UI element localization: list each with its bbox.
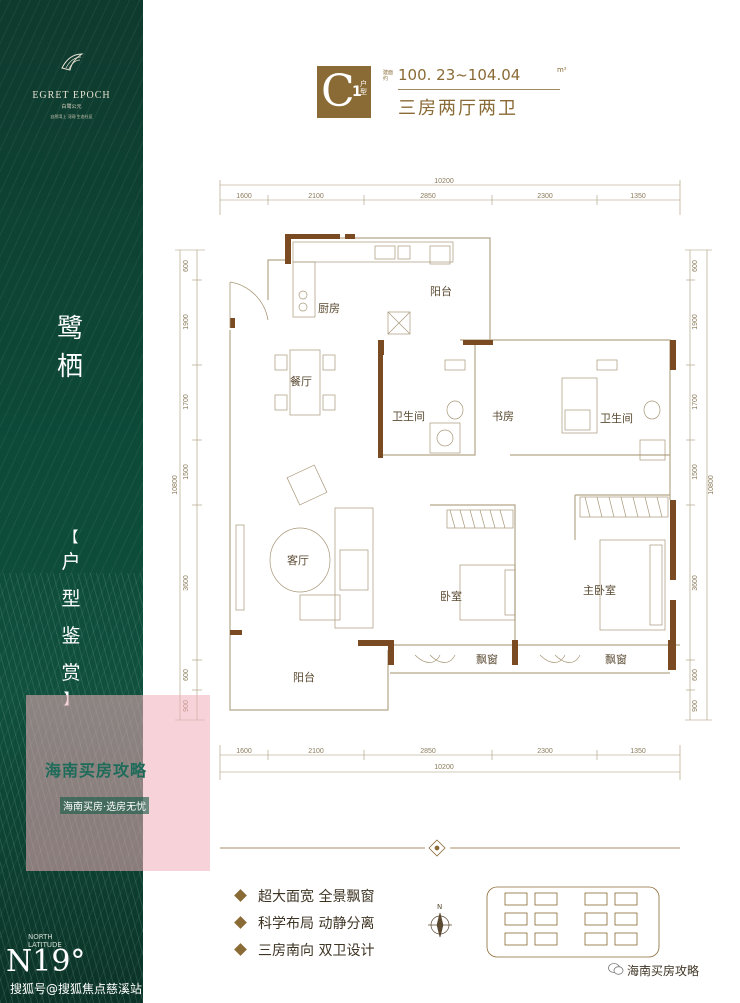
dim-right-seg: 600 xyxy=(692,669,699,681)
study-furniture xyxy=(561,377,598,434)
title-divider xyxy=(398,89,560,90)
load-bearing-walls xyxy=(230,234,676,670)
section-title-char: 户 xyxy=(61,551,81,573)
unit-type-letter: C xyxy=(321,66,355,117)
dim-left-seg: 3600 xyxy=(183,575,190,591)
dim-top-seg: 1350 xyxy=(630,193,646,200)
dim-bottom-total: 10200 xyxy=(434,764,454,771)
bay-windows xyxy=(414,654,581,663)
footer-account: 海南买房攻略 xyxy=(627,964,700,978)
dining-table xyxy=(274,349,336,416)
dim-right-total: 10800 xyxy=(708,475,715,495)
diamond-bullet-icon xyxy=(234,916,247,929)
room-bath-right: 卫生间 xyxy=(600,411,633,425)
feature-item: 科学布局 动静分离 xyxy=(234,909,375,936)
dim-top-seg: 2300 xyxy=(537,193,553,200)
feature-list: 超大面宽 全景飘窗 科学布局 动静分离 三房南向 双卫设计 xyxy=(234,882,375,963)
logo-chinese: 白鹭公元 xyxy=(61,104,82,110)
compass-icon xyxy=(428,912,452,938)
room-balcony-top: 阳台 xyxy=(430,284,452,298)
dim-left-seg: 600 xyxy=(183,260,190,272)
room-master-bedroom: 主卧室 xyxy=(583,583,616,597)
dim-right-seg: 1700 xyxy=(692,394,699,410)
room-bath-left: 卫生间 xyxy=(392,409,425,423)
left-dimension-lines xyxy=(175,249,205,721)
dim-right-seg: 600 xyxy=(692,260,699,272)
feature-item: 三房南向 双卫设计 xyxy=(234,936,375,963)
right-dimension-labels: 600 1900 1700 1500 3600 600 900 10800 xyxy=(692,260,715,712)
watermark-subtitle: 海南买房·选房无忧 xyxy=(60,797,150,814)
feature-text: 科学布局 动静分离 xyxy=(258,915,375,932)
room-living: 客厅 xyxy=(287,553,309,567)
kitchen-fixtures xyxy=(292,241,454,335)
wechat-icon xyxy=(608,963,624,975)
dim-bottom-seg: 2300 xyxy=(537,748,553,755)
room-bay-window-right: 飘窗 xyxy=(605,652,627,666)
watermark-overlay xyxy=(26,695,210,871)
diamond-bullet-icon xyxy=(234,943,247,956)
dim-top-seg: 2100 xyxy=(308,193,324,200)
room-dining: 餐厅 xyxy=(290,374,312,388)
feature-item: 超大面宽 全景飘窗 xyxy=(234,882,375,909)
room-kitchen: 厨房 xyxy=(318,302,340,315)
section-title-char: 型 xyxy=(61,588,81,610)
bathroom-fixtures xyxy=(429,359,666,461)
dim-bottom-seg: 1350 xyxy=(630,748,646,755)
beds xyxy=(459,539,666,631)
dim-left-seg: 600 xyxy=(183,669,190,681)
area-label: 建面约 xyxy=(383,70,394,82)
dim-left-total: 10800 xyxy=(172,475,179,495)
dim-right-seg: 1500 xyxy=(692,464,699,480)
dim-bottom-seg: 2850 xyxy=(420,748,436,755)
room-study: 书房 xyxy=(492,410,514,423)
section-title-open: 【 xyxy=(63,528,79,546)
latitude-value: N19° xyxy=(6,944,86,979)
dim-top-total: 10200 xyxy=(434,178,454,185)
dim-right-seg: 900 xyxy=(692,700,699,712)
unit-type-badge: C 1 户型 xyxy=(317,66,371,118)
unit-type-suffix: 户型 xyxy=(360,80,367,96)
egret-logo-icon xyxy=(61,53,84,71)
key-plan-thumbnail xyxy=(486,886,660,958)
dim-top-seg: 1600 xyxy=(236,193,252,200)
area-unit: m² xyxy=(557,66,567,74)
divider-ornament xyxy=(220,839,680,857)
feature-text: 超大面宽 全景飘窗 xyxy=(258,888,375,905)
dim-bottom-seg: 1600 xyxy=(236,748,252,755)
room-bay-window-left: 飘窗 xyxy=(476,652,498,666)
wardrobes xyxy=(446,496,669,529)
logo-english: EGRET EPOCH xyxy=(32,90,111,101)
watermark-title: 海南买房攻略 xyxy=(45,761,148,780)
section-title-char: 鉴 xyxy=(61,625,81,647)
latitude-label: NORTH LATITUDE xyxy=(28,933,62,949)
dim-right-seg: 3600 xyxy=(692,575,699,591)
footer-source: 搜狐号@搜狐焦点慈溪站 xyxy=(10,982,143,996)
project-name: 鹭栖 xyxy=(56,314,83,382)
bottom-dimension-lines xyxy=(219,745,681,780)
diamond-bullet-icon xyxy=(234,889,247,902)
living-furniture xyxy=(235,464,374,629)
outline-walls xyxy=(229,237,680,711)
logo-tagline: 自然湾上 河网 生态社区 xyxy=(50,114,93,119)
dim-left-seg: 1700 xyxy=(183,394,190,410)
dim-left-seg: 1900 xyxy=(183,314,190,330)
entry-door xyxy=(229,281,269,328)
room-configuration: 三房两厅两卫 xyxy=(398,98,518,119)
feature-text: 三房南向 双卫设计 xyxy=(258,942,375,959)
right-dimension-lines xyxy=(685,249,712,721)
room-balcony-bottom: 阳台 xyxy=(293,670,315,684)
room-bedroom: 卧室 xyxy=(440,589,462,603)
compass-north-label: N xyxy=(437,903,443,911)
section-title-char: 赏 xyxy=(61,662,81,684)
top-dimension-lines xyxy=(219,180,681,215)
dim-bottom-seg: 2100 xyxy=(308,748,324,755)
dim-right-seg: 1900 xyxy=(692,314,699,330)
dim-top-seg: 2850 xyxy=(420,193,436,200)
unit-type-number: 1 xyxy=(352,84,362,100)
area-range: 100. 23~104.04 xyxy=(398,66,521,84)
left-brand-panel: EGRET EPOCH 白鹭公元 自然湾上 河网 生态社区 鹭栖 【 户 型 鉴… xyxy=(0,0,143,1003)
left-dimension-labels: 600 1900 1700 1500 3600 600 900 10800 xyxy=(172,260,190,712)
dim-left-seg: 1500 xyxy=(183,464,190,480)
